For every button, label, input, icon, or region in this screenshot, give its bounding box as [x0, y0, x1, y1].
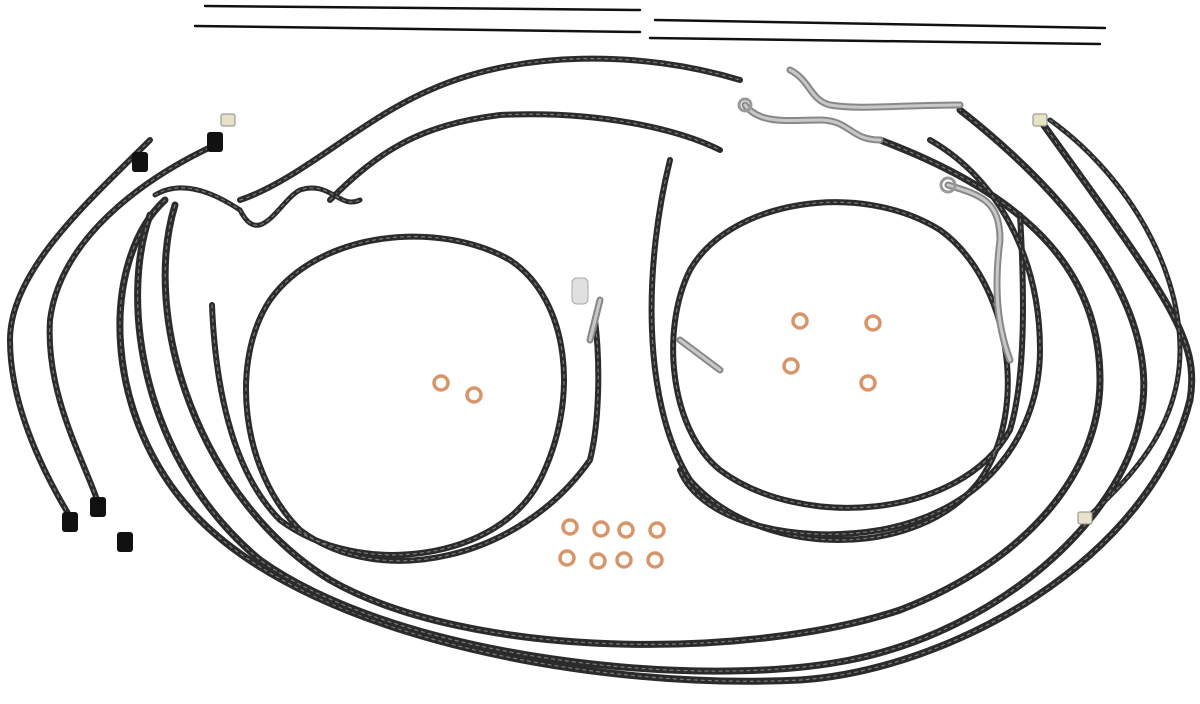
- copper-washer: [782, 357, 800, 375]
- electrical-connector: [90, 497, 106, 517]
- braid-texture: [1049, 119, 1181, 516]
- copper-washer: [617, 521, 635, 539]
- chrome-highlight: [743, 103, 882, 142]
- zip-tie: [193, 24, 642, 34]
- zip-tie: [203, 4, 642, 12]
- connectors: [62, 113, 1093, 552]
- braided-line: [209, 233, 602, 564]
- copper-washer: [648, 521, 666, 539]
- braided-line: [677, 137, 1043, 538]
- chrome-highlight: [788, 68, 962, 109]
- copper-washer: [432, 374, 450, 392]
- chrome-line: [786, 66, 964, 111]
- copper-washer: [791, 312, 809, 330]
- braid-texture: [651, 159, 1024, 541]
- copper-washer: [558, 549, 576, 567]
- copper-washer: [465, 386, 483, 404]
- braided-lines: [7, 55, 1196, 685]
- copper-washers: [432, 312, 882, 570]
- zip-tie: [653, 18, 1107, 30]
- copper-washer: [615, 551, 633, 569]
- braid-texture: [239, 58, 741, 201]
- chrome-highlight: [678, 338, 722, 372]
- electrical-connector: [132, 152, 148, 172]
- chrome-fittings: [571, 66, 1014, 374]
- plug-connector: [220, 113, 236, 127]
- chrome-highlight: [946, 183, 1012, 362]
- copper-washer: [589, 552, 607, 570]
- banjo-fitting: [737, 97, 753, 113]
- copper-washer: [864, 314, 882, 332]
- braided-line: [46, 142, 218, 513]
- braided-line: [1047, 117, 1183, 518]
- copper-washer: [859, 374, 877, 392]
- braid-texture: [119, 119, 1193, 682]
- electrical-connector: [117, 532, 133, 552]
- plug-connector: [1032, 113, 1048, 127]
- zip-tie: [648, 36, 1102, 46]
- braided-line: [161, 136, 1104, 648]
- braid-texture: [164, 139, 1101, 646]
- braid-texture: [137, 109, 1145, 672]
- braid-texture: [154, 187, 361, 226]
- electrical-connector: [62, 512, 78, 532]
- plug-connector: [1077, 511, 1093, 525]
- braid-texture: [9, 139, 151, 526]
- braided-line: [648, 157, 1026, 543]
- zip-ties: [193, 4, 1107, 46]
- copper-washer: [592, 520, 610, 538]
- rubber-boot: [571, 277, 589, 305]
- braided-line: [327, 111, 723, 203]
- banjo-fitting: [939, 176, 957, 194]
- electrical-connector: [207, 132, 223, 152]
- braid-texture: [49, 144, 216, 511]
- copper-washer: [561, 518, 579, 536]
- copper-washer: [646, 551, 664, 569]
- chrome-highlight: [588, 298, 602, 342]
